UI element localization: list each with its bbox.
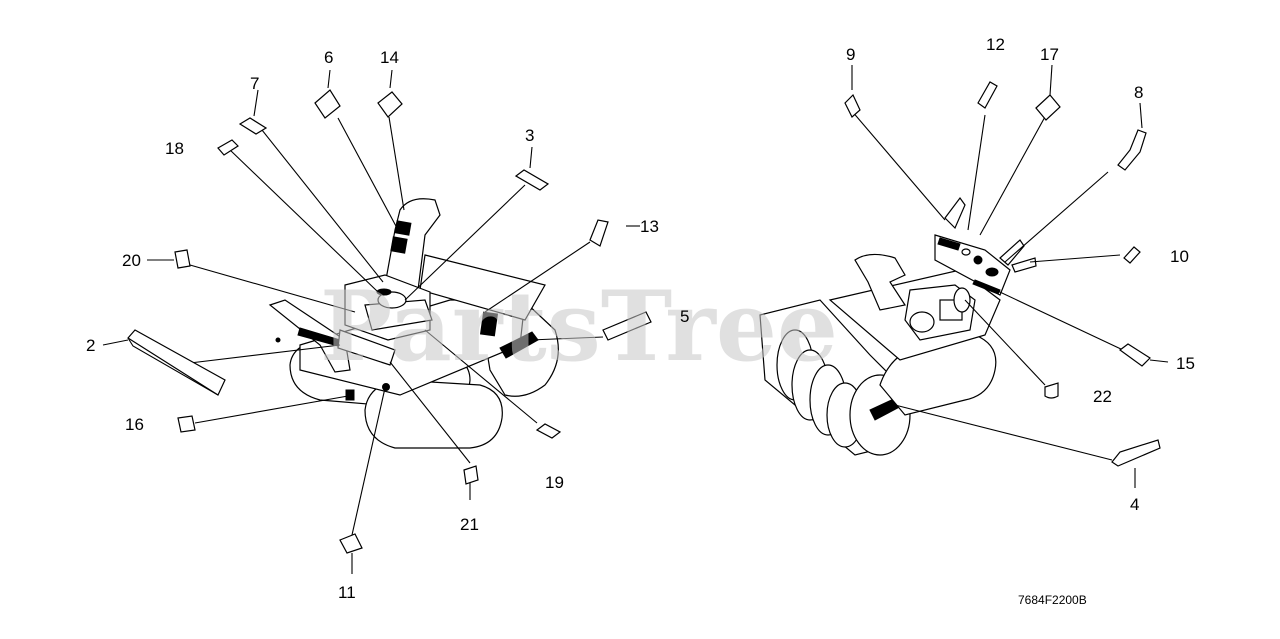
snowblower-front-view xyxy=(759,196,1037,456)
callout-label: 9 xyxy=(846,45,855,64)
callout-label: 3 xyxy=(525,126,534,145)
callout-label: 6 xyxy=(324,48,333,67)
callout-label: 12 xyxy=(986,35,1005,54)
callout-labels: 2 3 4 5 6 7 8 9 10 11 12 13 14 15 16 17 … xyxy=(86,35,1195,602)
callout-label: 2 xyxy=(86,336,95,355)
callout-label: 15 xyxy=(1176,354,1195,373)
callout-label: 17 xyxy=(1040,45,1059,64)
callout-label: 20 xyxy=(122,251,141,270)
callout-label: 13 xyxy=(640,217,659,236)
callout-label: 8 xyxy=(1134,83,1143,102)
callout-label: 4 xyxy=(1130,495,1139,514)
callout-label: 19 xyxy=(545,473,564,492)
callout-label: 14 xyxy=(380,48,399,67)
callout-label: 18 xyxy=(165,139,184,158)
snowblower-rear-view xyxy=(268,198,559,449)
drawing-code: 7684F2200B xyxy=(1018,593,1087,607)
decal-parts xyxy=(127,81,1161,554)
leader-lines xyxy=(102,64,1169,574)
callout-label: 21 xyxy=(460,515,479,534)
callout-label: 16 xyxy=(125,415,144,434)
callout-label: 11 xyxy=(338,583,356,602)
watermark: PartsTree xyxy=(320,270,838,383)
callout-label: 10 xyxy=(1170,247,1189,266)
callout-label: 7 xyxy=(250,74,259,93)
callout-label: 5 xyxy=(680,307,689,326)
callout-label: 22 xyxy=(1093,387,1112,406)
